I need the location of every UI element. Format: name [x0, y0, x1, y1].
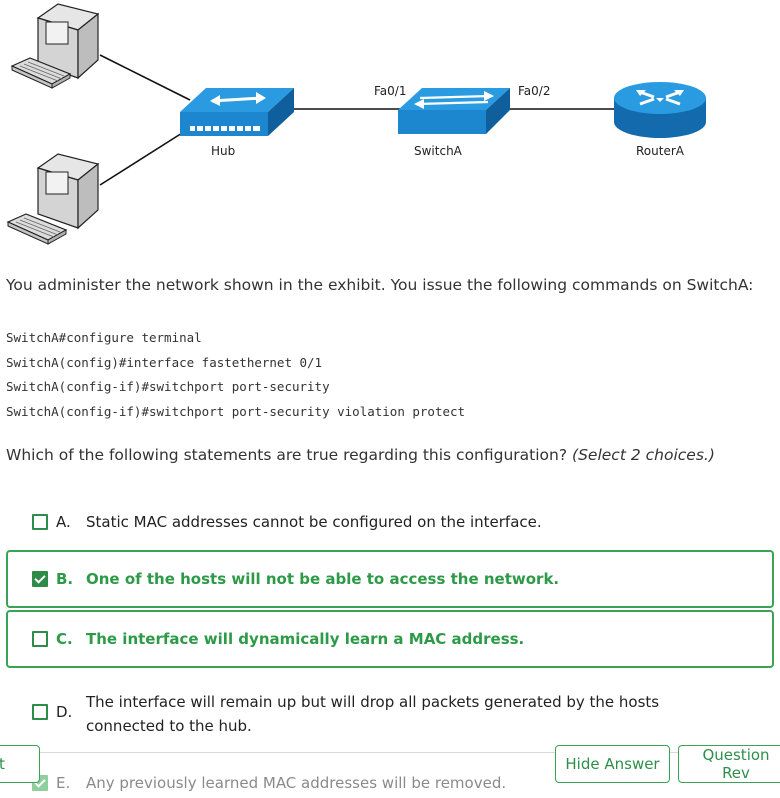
- command-line: SwitchA(config)#interface fastethernet 0…: [6, 354, 323, 370]
- choice-c[interactable]: C. The interface will dynamically learn …: [6, 610, 774, 668]
- choice-e-text: Any previously learned MAC addresses wil…: [86, 774, 507, 792]
- switch-icon: [398, 88, 510, 134]
- network-exhibit: Hub SwitchA RouterA Fa0/1 Fa0/2: [0, 0, 780, 260]
- choice-d[interactable]: D. The interface will remain up but will…: [6, 686, 774, 738]
- router-label: RouterA: [636, 144, 684, 158]
- choice-e-letter: E.: [56, 774, 71, 792]
- choice-d-letter: D.: [56, 703, 73, 721]
- previous-button[interactable]: t: [0, 745, 40, 783]
- choice-a[interactable]: A. Static MAC addresses cannot be config…: [6, 504, 774, 540]
- hide-answer-button[interactable]: Hide Answer: [555, 745, 670, 783]
- choice-e[interactable]: E. Any previously learned MAC addresses …: [6, 768, 774, 798]
- question-intro: You administer the network shown in the …: [6, 276, 754, 294]
- pc-icon-2: [6, 153, 100, 245]
- choice-b-text: One of the hosts will not be able to acc…: [86, 570, 560, 588]
- checkbox-a[interactable]: [32, 514, 48, 530]
- port-fa02-label: Fa0/2: [518, 84, 551, 98]
- switch-label: SwitchA: [414, 144, 462, 158]
- cable-pc2-hub: [99, 127, 191, 186]
- port-fa01-label: Fa0/1: [374, 84, 407, 98]
- command-line: SwitchA(config-if)#switchport port-secur…: [6, 379, 330, 394]
- command-line: SwitchA(config-if)#switchport port-secur…: [6, 403, 466, 419]
- pc-icon-1: [10, 3, 100, 89]
- command-block: SwitchA#configure terminal SwitchA(confi…: [6, 326, 465, 424]
- checkbox-b-checked[interactable]: [32, 571, 48, 587]
- choice-c-text: The interface will dynamically learn a M…: [86, 630, 525, 648]
- cable-pc1-hub: [99, 54, 191, 101]
- choice-b[interactable]: B. One of the hosts will not be able to …: [6, 550, 774, 608]
- choice-c-letter: C.: [56, 630, 73, 648]
- choice-a-text: Static MAC addresses cannot be configure…: [86, 513, 542, 531]
- router-icon: [614, 82, 706, 138]
- network-diagram: [6, 3, 706, 245]
- bottom-nav-bar: t Hide Answer Question Rev: [0, 732, 780, 796]
- hub-icon: [180, 88, 294, 136]
- choice-b-letter: B.: [56, 570, 74, 588]
- bar-divider: [40, 752, 780, 753]
- question-review-button[interactable]: Question Rev: [678, 745, 780, 783]
- prompt-text: Which of the following statements are tr…: [6, 446, 568, 464]
- hub-label: Hub: [211, 144, 236, 158]
- command-line: SwitchA#configure terminal: [6, 330, 202, 345]
- checkbox-d[interactable]: [32, 704, 48, 720]
- choice-a-letter: A.: [56, 513, 71, 531]
- choice-d-text: The interface will remain up but will dr…: [86, 693, 660, 735]
- checkbox-c[interactable]: [32, 631, 48, 647]
- prompt-hint: (Select 2 choices.): [572, 446, 715, 464]
- question-prompt: Which of the following statements are tr…: [6, 446, 715, 464]
